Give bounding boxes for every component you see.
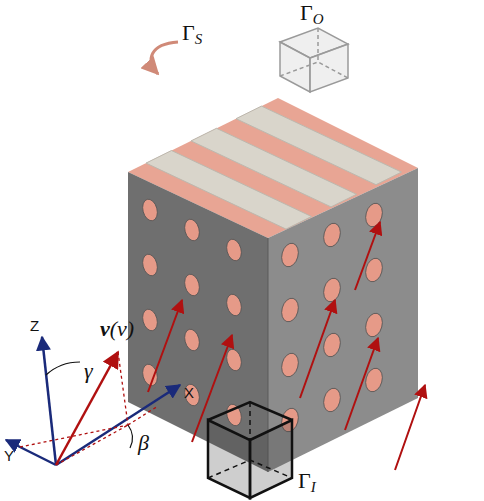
pore-hole — [140, 253, 159, 278]
axis-label: Y — [4, 448, 14, 463]
pore-hole — [321, 331, 343, 358]
pore-hole — [182, 328, 201, 353]
boundary-label: ΓI — [298, 470, 316, 495]
symbol-label: γ — [84, 360, 93, 382]
pore-hole — [182, 383, 201, 408]
pore-hole — [363, 201, 385, 228]
pore-hole — [182, 273, 201, 298]
boundary-label: ΓO — [300, 2, 324, 27]
pore-hole — [279, 241, 301, 268]
symbol-label: β — [138, 432, 149, 454]
pore-hole — [321, 221, 343, 248]
symbol-label: v(v) — [100, 318, 134, 340]
pore-hole — [224, 348, 243, 373]
axis-label: X — [184, 385, 194, 400]
pore-hole — [279, 351, 301, 378]
pore-hole — [224, 293, 243, 318]
pore-hole — [140, 308, 159, 333]
top-slab — [236, 106, 402, 185]
pore-hole — [321, 276, 343, 303]
pore-hole — [279, 296, 301, 323]
pore-hole — [321, 386, 343, 413]
pore-hole — [224, 238, 243, 263]
pore-hole — [363, 311, 385, 338]
pore-hole — [140, 198, 159, 223]
pore-hole — [182, 218, 201, 243]
axis-label: Z — [30, 318, 39, 333]
boundary-label: ΓS — [182, 22, 202, 47]
